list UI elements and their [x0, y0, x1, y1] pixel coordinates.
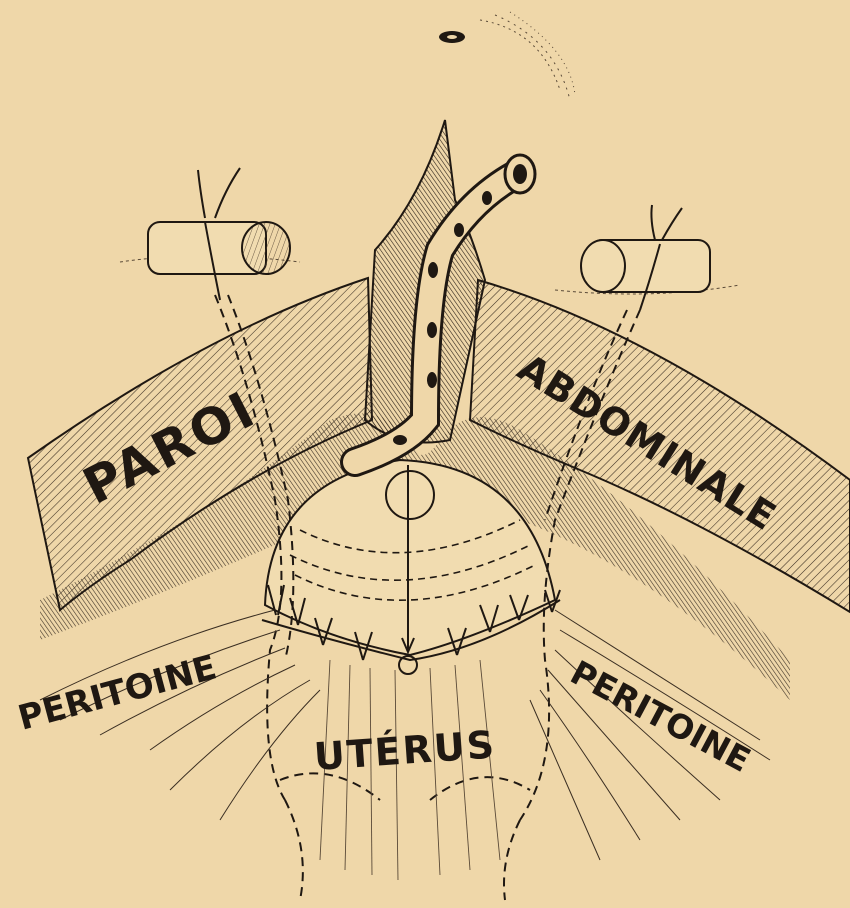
surgical-illustration: PAROI ABDOMINALE PERITOINE PERITOINE UTÉ… — [0, 0, 850, 908]
